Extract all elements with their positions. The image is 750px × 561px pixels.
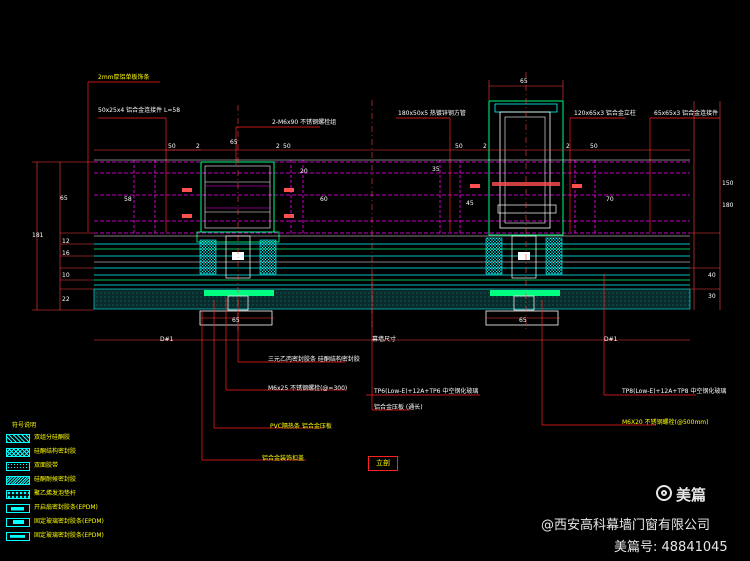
dim-bottom-right-65: 65 <box>519 317 527 324</box>
legend-swatch <box>6 476 30 485</box>
label-right-plate: 120x65x3 铝合金立柱 <box>574 110 636 117</box>
legend-label: 双面胶带 <box>34 462 59 469</box>
dim-left-height-b: 181 <box>32 232 44 239</box>
dim-small-40: 40 <box>708 272 716 279</box>
legend-swatch <box>6 532 30 541</box>
dim-left-2b: 2 <box>276 143 280 150</box>
label-glass-right: TP8(Low-E)+12A+TP8 中空钢化玻璃 <box>622 388 727 395</box>
dim-small-22: 22 <box>62 296 70 303</box>
legend-label: 固定玻璃密封胶条(EPDM) <box>34 518 104 525</box>
dim-small-16: 16 <box>62 250 70 257</box>
dim-small-12: 12 <box>62 238 70 245</box>
legend-label: 硅酮耐候密封胶 <box>34 476 77 483</box>
legend-label: 聚乙烯发泡垫杆 <box>34 490 77 497</box>
label-bolt-note: M6x25 不锈钢螺栓(@=300) <box>268 385 348 392</box>
watermark-id: 美篇号: 48841045 <box>614 540 728 555</box>
watermark-company: @西安高科幕墙门窗有限公司 <box>541 518 711 533</box>
dim-small-35: 35 <box>432 166 440 173</box>
left-mullion <box>182 161 294 326</box>
meipian-logo-icon <box>656 485 672 501</box>
label-left-sub: 50x25x4 铝合金连接件 L=58 <box>98 107 181 114</box>
dim-left-50b: 50 <box>283 143 291 150</box>
dim-small-45: 45 <box>466 200 474 207</box>
dim-small-20: 20 <box>300 168 308 175</box>
dim-right-2a: 2 <box>483 143 487 150</box>
leader-lines <box>87 81 720 461</box>
label-glass-center: TP6(Low-E)+12A+TP6 中空钢化玻璃 <box>374 388 479 395</box>
legend-swatch <box>6 518 30 527</box>
dim-top-left-65: 65 <box>230 139 238 146</box>
label-screw-note: M6X20 不锈钢螺栓(@500mm) <box>622 419 709 426</box>
legend-swatch <box>6 462 30 471</box>
legend-label: 硅酮结构密封胶 <box>34 448 77 455</box>
label-center-bolt: 2-M6x90 不锈钢螺栓组 <box>272 119 337 126</box>
label-top-left-note: 2mm厚铝单板饰条 <box>98 74 150 81</box>
legend-swatch <box>6 448 30 457</box>
label-right-dim: D#1 <box>604 336 618 343</box>
structural-dashed-lines <box>94 160 690 235</box>
glass-layers <box>93 243 691 310</box>
legend-swatch <box>6 504 30 513</box>
dimension-lines <box>32 72 721 341</box>
label-center-sub: 铝合金压板 (通长) <box>374 404 423 411</box>
legend-heading: 符号说明 <box>12 422 37 429</box>
legend-swatch <box>6 490 30 499</box>
legend-label: 双组分硅酮胶 <box>34 434 71 441</box>
dim-small-70: 70 <box>606 196 614 203</box>
legend-label: 开启扇密封胶条(EPDM) <box>34 504 98 511</box>
legend-swatch <box>6 434 30 443</box>
dim-top-right-65: 65 <box>520 78 528 85</box>
dim-small-30: 30 <box>708 293 716 300</box>
dim-small-58: 58 <box>124 196 132 203</box>
dim-right-height-b: 180 <box>722 202 734 209</box>
dim-right-50a: 50 <box>455 143 463 150</box>
dim-left-height-a: 65 <box>60 195 68 202</box>
label-right-tube: 180x50x5 热镀锌钢方管 <box>398 110 466 117</box>
watermark-brand: 美篇 <box>676 486 707 504</box>
symbol-legend: 符号说明 <box>4 420 36 429</box>
label-mid-note: 幕墙尺寸 <box>372 336 397 343</box>
dim-right-height-a: 150 <box>722 180 734 187</box>
label-cover-note: 铝合金装饰扣盖 <box>262 455 305 462</box>
legend-label: 固定玻璃密封胶条(EPDM) <box>34 532 104 539</box>
label-far-right: 65x65x3 铝合金连接件 <box>654 110 719 117</box>
label-pvc-note: PVC隔热条 铝合金压板 <box>270 423 332 430</box>
top-plate <box>94 159 690 237</box>
label-glass-left-note: 三元乙丙密封胶条 硅酮结构密封胶 <box>268 356 360 363</box>
label-left-dim: D#1 <box>160 336 174 343</box>
dim-right-2b: 2 <box>566 143 570 150</box>
dim-left-2a: 2 <box>196 143 200 150</box>
drawing-title: 立剖 <box>368 456 398 471</box>
dim-small-60: 60 <box>320 196 328 203</box>
dim-right-50b: 50 <box>590 143 598 150</box>
dim-bottom-left-65: 65 <box>232 317 240 324</box>
dim-small-10: 10 <box>62 272 70 279</box>
dim-left-50a: 50 <box>168 143 176 150</box>
